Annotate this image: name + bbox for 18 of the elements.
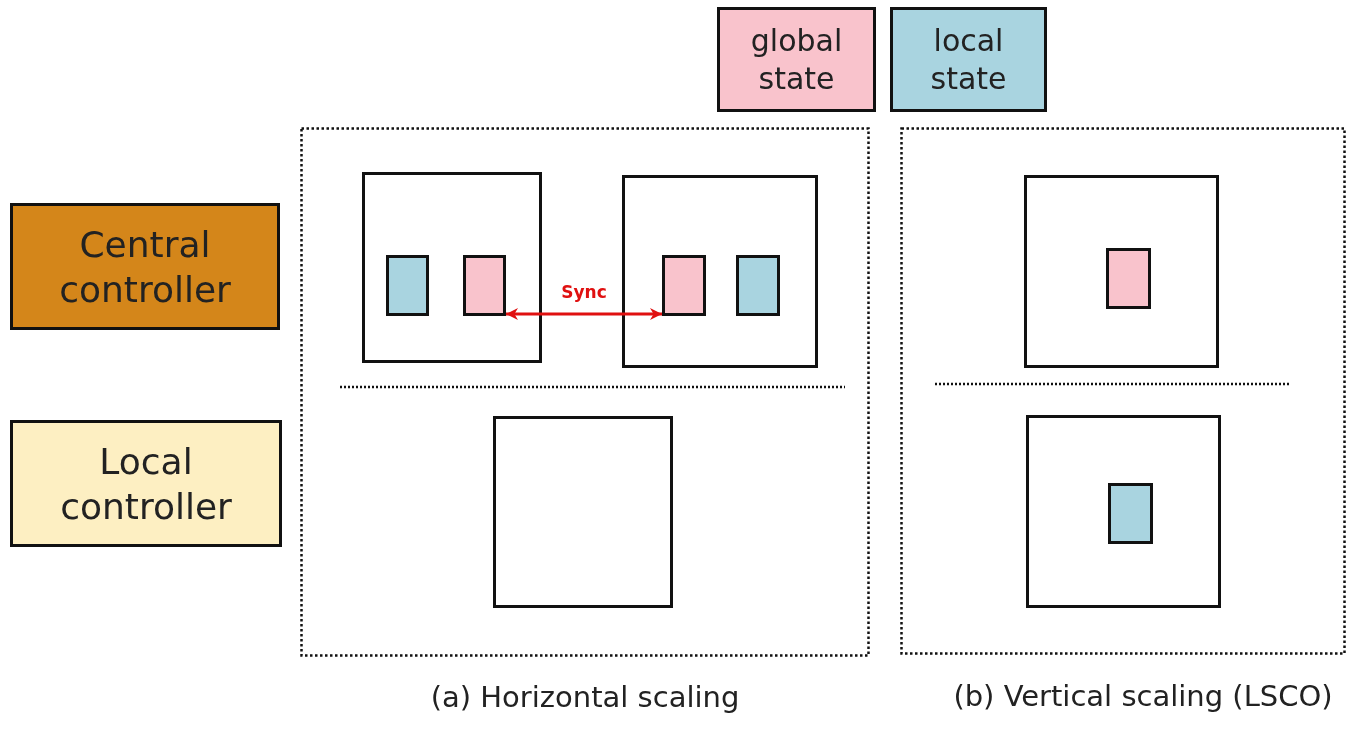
state-box bbox=[736, 255, 780, 316]
legend-label: Central controller bbox=[58, 222, 232, 312]
state-box bbox=[662, 255, 706, 316]
panel-caption: (a) Horizontal scaling bbox=[429, 680, 741, 714]
legend-label: Local controller bbox=[59, 439, 233, 529]
panel-caption: (b) Vertical scaling (LSCO) bbox=[952, 679, 1334, 713]
controller-box bbox=[1024, 175, 1219, 368]
legend-label: global state bbox=[749, 22, 844, 97]
state-box bbox=[463, 255, 506, 316]
state-box bbox=[386, 255, 429, 316]
state-box bbox=[1106, 248, 1151, 309]
double-arrow bbox=[506, 308, 662, 320]
state-box bbox=[1108, 483, 1153, 544]
controller-box bbox=[362, 172, 542, 363]
controller-box bbox=[493, 416, 673, 608]
controller-box bbox=[1026, 415, 1221, 608]
legend-label: local state bbox=[929, 22, 1008, 97]
controller-box bbox=[622, 175, 818, 368]
